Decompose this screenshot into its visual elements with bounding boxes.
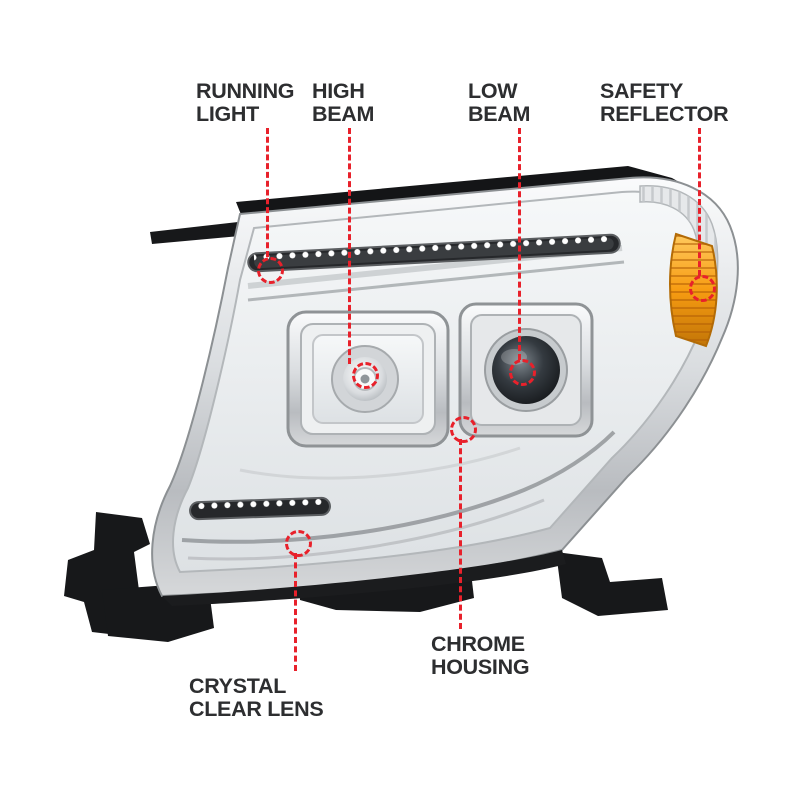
leader-line-high-beam [348, 128, 351, 364]
top-left-tab [150, 222, 240, 244]
callout-label-safety-reflector: SAFETY REFLECTOR [600, 79, 729, 126]
target-circle-high-beam [352, 362, 379, 389]
target-circle-low-beam [509, 359, 536, 386]
target-circle-chrome-housing [450, 416, 477, 443]
target-circle-safety-reflector [689, 275, 716, 302]
callout-text-line: CRYSTAL [189, 674, 287, 698]
callout-text-line: HOUSING [431, 655, 530, 679]
callout-text-line: CHROME [431, 632, 525, 656]
target-circle-crystal-clear-lens [285, 530, 312, 557]
running-light-led-strip [247, 233, 621, 273]
callout-label-chrome-housing: CHROME HOUSING [431, 632, 530, 679]
callout-label-high-beam: HIGH BEAM [312, 79, 375, 126]
target-circle-running-light [257, 257, 284, 284]
leader-line-safety-reflector [698, 128, 701, 276]
callout-text-line: BEAM [468, 102, 531, 126]
callout-label-running-light: RUNNING LIGHT [196, 79, 295, 126]
callout-label-crystal-clear-lens: CRYSTAL CLEAR LENS [189, 674, 324, 721]
leader-line-crystal-clear-lens [294, 553, 297, 671]
callout-text-line: BEAM [312, 102, 375, 126]
callout-text-line: LIGHT [196, 102, 259, 126]
callout-text-line: REFLECTOR [600, 102, 729, 126]
callout-text-line: CLEAR LENS [189, 697, 324, 721]
callout-text-line: RUNNING [196, 79, 295, 103]
leader-line-running-light [266, 128, 269, 257]
right-mounting-foot [556, 552, 668, 616]
callout-text-line: HIGH [312, 79, 365, 103]
lower-chrome-sculpt [181, 430, 616, 561]
callout-text-line: LOW [468, 79, 518, 103]
bottom-shadow-edge [162, 550, 566, 606]
callout-text-line: SAFETY [600, 79, 684, 103]
callout-label-low-beam: LOW BEAM [468, 79, 531, 126]
leader-line-chrome-housing [459, 439, 462, 629]
leader-line-low-beam [518, 128, 521, 360]
lower-led-strip [189, 496, 331, 521]
